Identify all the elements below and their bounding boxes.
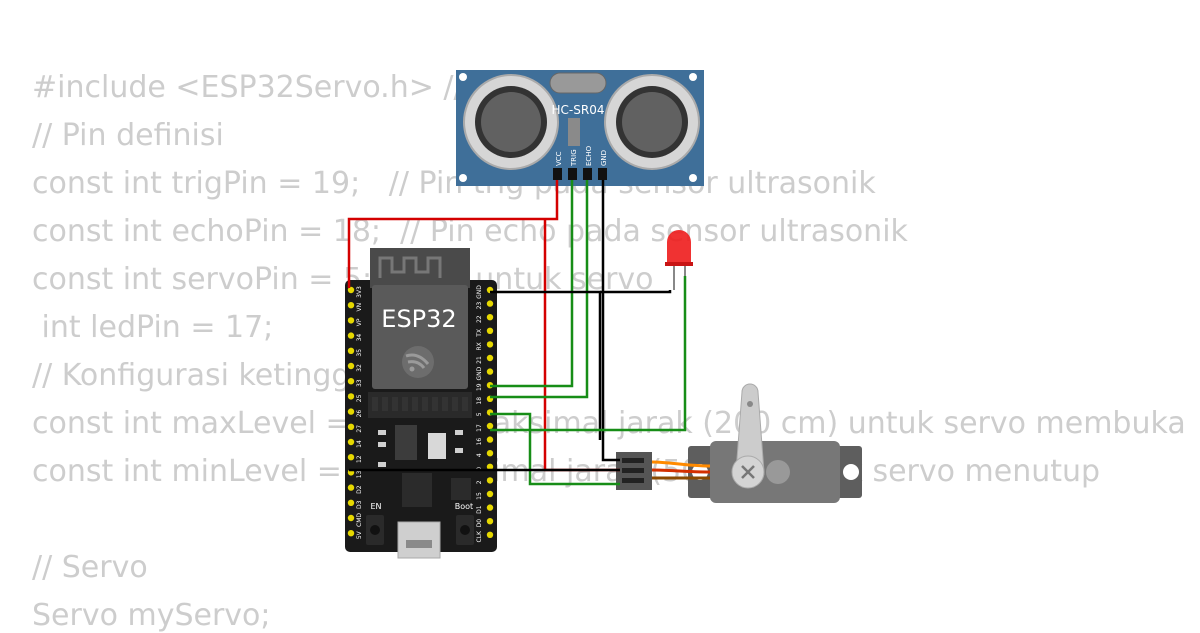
board-label: ESP32 — [381, 305, 456, 333]
right-pin-21[interactable] — [486, 354, 494, 362]
en-button-label: EN — [370, 502, 381, 511]
left-pin-label: VN — [356, 303, 363, 312]
left-pin-label: 27 — [356, 425, 363, 433]
right-pin-17[interactable] — [486, 422, 494, 430]
left-pin-vp[interactable] — [347, 317, 355, 324]
right-pin-label: 0 — [476, 467, 483, 471]
right-pin-label: D0 — [476, 519, 483, 528]
left-pin-cmd[interactable] — [347, 514, 355, 522]
left-pin-27[interactable] — [347, 423, 355, 430]
code-line-12: Servo myServo; — [32, 598, 271, 633]
left-pin-14[interactable] — [347, 438, 355, 446]
right-pin-label: D1 — [476, 505, 483, 514]
left-pin-26[interactable] — [347, 408, 355, 415]
left-pin-label: 3V3 — [356, 286, 363, 298]
ultrasonic-sensor[interactable]: HC-SR04 VCC TRIG ECHO GND — [456, 70, 704, 186]
left-pin-34[interactable] — [347, 332, 355, 339]
left-pin-label: VP — [356, 318, 363, 326]
en-button-cap-icon — [370, 525, 380, 535]
right-pin-label: 16 — [476, 438, 483, 446]
sensor-pin-trig-label: TRIG — [570, 149, 578, 167]
left-pin-vn[interactable] — [347, 302, 355, 309]
boot-button-cap-icon — [460, 525, 470, 535]
right-pin-label: 4 — [476, 453, 483, 457]
left-pin-35[interactable] — [347, 347, 355, 354]
left-pin-label: 26 — [356, 410, 363, 418]
code-line-3: const int trigPin = 19; // Pin trig pada… — [32, 166, 876, 201]
sensor-pin-gnd-label: GND — [600, 150, 608, 166]
sensor-pin-vcc-label: VCC — [555, 151, 563, 166]
left-pin-3v3[interactable] — [347, 286, 355, 294]
boot-button-label: Boot — [455, 502, 473, 511]
right-pin-label: 23 — [476, 302, 483, 310]
left-pin-label: D2 — [356, 485, 363, 494]
right-pin-d1[interactable] — [486, 504, 494, 511]
left-pin-12[interactable] — [347, 454, 355, 461]
right-pin-4[interactable] — [486, 450, 494, 457]
right-pin-tx[interactable] — [486, 327, 494, 334]
left-pin-label: D3 — [356, 500, 363, 509]
code-line-6: int ledPin = 17; — [32, 310, 274, 345]
right-pin-rx[interactable] — [486, 341, 494, 348]
left-pin-25[interactable] — [347, 393, 355, 400]
transducer-left-icon — [463, 74, 559, 170]
left-pin-label: 25 — [356, 394, 363, 402]
right-pin-label: 17 — [476, 424, 483, 432]
left-pin-label: 33 — [356, 379, 363, 387]
right-pin-label: 22 — [476, 315, 483, 323]
left-pin-label: CMD — [356, 513, 363, 527]
right-pin-header — [486, 286, 494, 538]
right-pin-d0[interactable] — [486, 518, 494, 525]
right-pin-label: 19 — [476, 383, 483, 391]
left-pin-32[interactable] — [347, 362, 355, 370]
left-pin-label: 32 — [356, 364, 363, 372]
red-led[interactable] — [665, 230, 693, 290]
servo-motor[interactable] — [616, 383, 862, 503]
right-pin-label: RX — [476, 342, 483, 350]
sensor-pin-echo-label: ECHO — [585, 145, 593, 166]
code-line-2: // Pin definisi — [32, 118, 224, 153]
espressif-logo-icon — [402, 346, 434, 378]
right-pin-label: 15 — [476, 492, 483, 500]
left-pin-d3[interactable] — [347, 499, 355, 506]
right-pin-label: 5 — [476, 412, 483, 416]
code-line-11: // Servo — [32, 550, 148, 585]
left-pin-label: 12 — [356, 455, 363, 463]
transducer-right-icon — [604, 74, 700, 170]
left-pin-label: 14 — [356, 440, 363, 448]
right-pin-15[interactable] — [486, 490, 494, 498]
right-pin-2[interactable] — [486, 477, 494, 484]
right-pin-label: 18 — [476, 397, 483, 405]
left-pin-label: 35 — [356, 349, 363, 357]
right-pin-clk[interactable] — [486, 531, 494, 538]
left-pin-d2[interactable] — [347, 484, 355, 491]
left-pin-label: 5V — [356, 530, 363, 539]
sensor-label: HC-SR04 — [552, 103, 605, 117]
right-pin-22[interactable] — [486, 314, 494, 321]
right-pin-label: 2 — [476, 480, 483, 484]
right-pin-label: GND — [476, 366, 483, 380]
left-pin-label: 34 — [356, 334, 363, 342]
right-pin-label: TX — [476, 329, 483, 338]
right-pin-label: CLK — [476, 530, 483, 543]
left-pin-label: 13 — [356, 470, 363, 478]
right-pin-label: 21 — [476, 356, 483, 364]
esp32-board[interactable]: ESP32 EN Boot — [345, 248, 497, 559]
left-pin-header — [347, 286, 355, 537]
right-pin-16[interactable] — [486, 436, 494, 443]
left-pin-33[interactable] — [347, 378, 355, 385]
right-pin-23[interactable] — [486, 300, 494, 307]
wires — [347, 180, 687, 486]
right-pin-label: GND — [476, 285, 483, 299]
left-pin-5v[interactable] — [347, 530, 355, 537]
right-pin-0[interactable] — [486, 463, 494, 470]
right-pin-gnd[interactable] — [486, 368, 494, 375]
